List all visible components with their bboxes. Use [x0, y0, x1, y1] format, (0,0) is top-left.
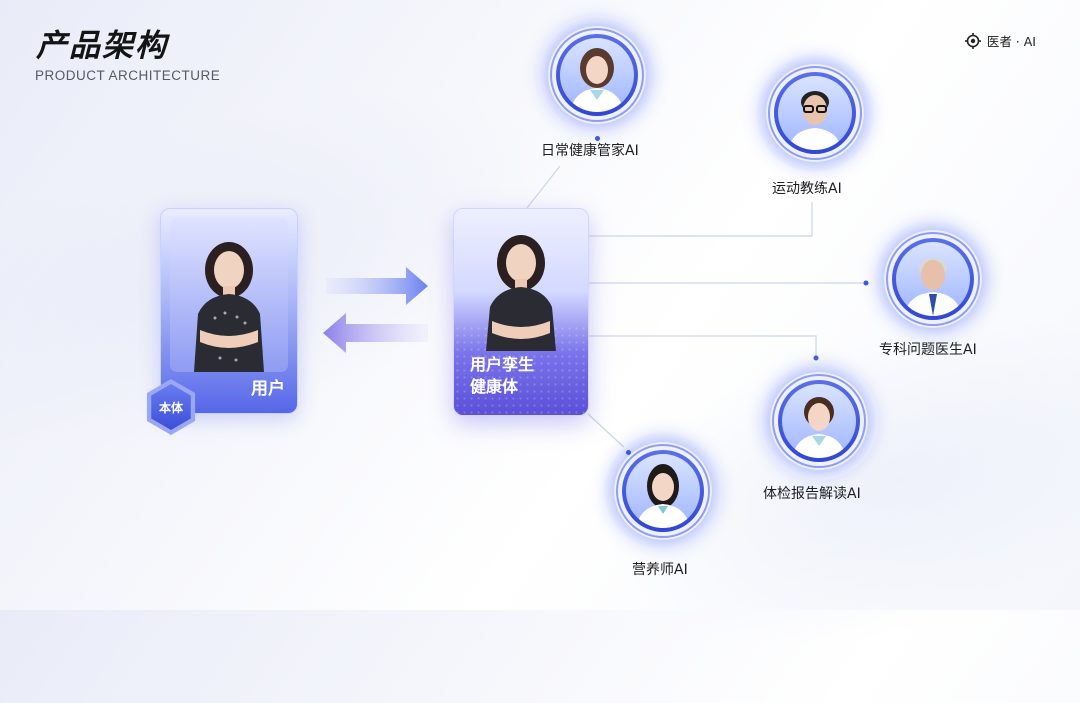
label-report-reader: 体检报告解读AI	[763, 486, 861, 502]
user-label: 用户	[251, 379, 285, 399]
avatar-daily-health	[538, 16, 656, 141]
crosshair-icon	[964, 32, 981, 49]
twin-person-icon	[486, 235, 556, 351]
connector-coach	[588, 202, 813, 237]
doctor-avatar-icon	[896, 242, 970, 316]
user-photo	[170, 218, 288, 372]
avatar-sports-coach	[756, 54, 874, 172]
label-sports-coach: 运动教练AI	[772, 181, 842, 197]
twin-label-line2: 健康体	[470, 377, 519, 396]
brand-name: 医者 · AI	[986, 34, 1036, 49]
label-specialist-doctor: 专科问题医生AI	[879, 342, 977, 358]
female-avatar-icon	[560, 38, 634, 112]
nutritionist-avatar-icon	[626, 454, 700, 528]
label-nutritionist: 营养师AI	[632, 562, 688, 578]
brand-logo: 医者 · AI	[964, 31, 1036, 50]
female-doctor-avatar-icon	[782, 384, 856, 458]
page-subtitle: PRODUCT ARCHITECTURE	[35, 68, 221, 83]
avatar-report-reader	[760, 362, 878, 480]
label-daily-health: 日常健康管家AI	[541, 143, 639, 159]
user-card: 用户	[160, 208, 298, 414]
avatar-nutritionist	[604, 432, 722, 550]
twin-label: 用户孪生 健康体	[470, 354, 534, 398]
digital-twin-card: 用户孪生 健康体	[453, 208, 589, 416]
page-title: 产品架构	[36, 28, 168, 64]
avatar-specialist-doctor	[874, 220, 992, 338]
male-avatar-icon	[778, 76, 852, 150]
person-icon	[194, 242, 264, 372]
twin-label-line1: 用户孪生	[470, 355, 535, 374]
connector-report	[588, 335, 817, 358]
